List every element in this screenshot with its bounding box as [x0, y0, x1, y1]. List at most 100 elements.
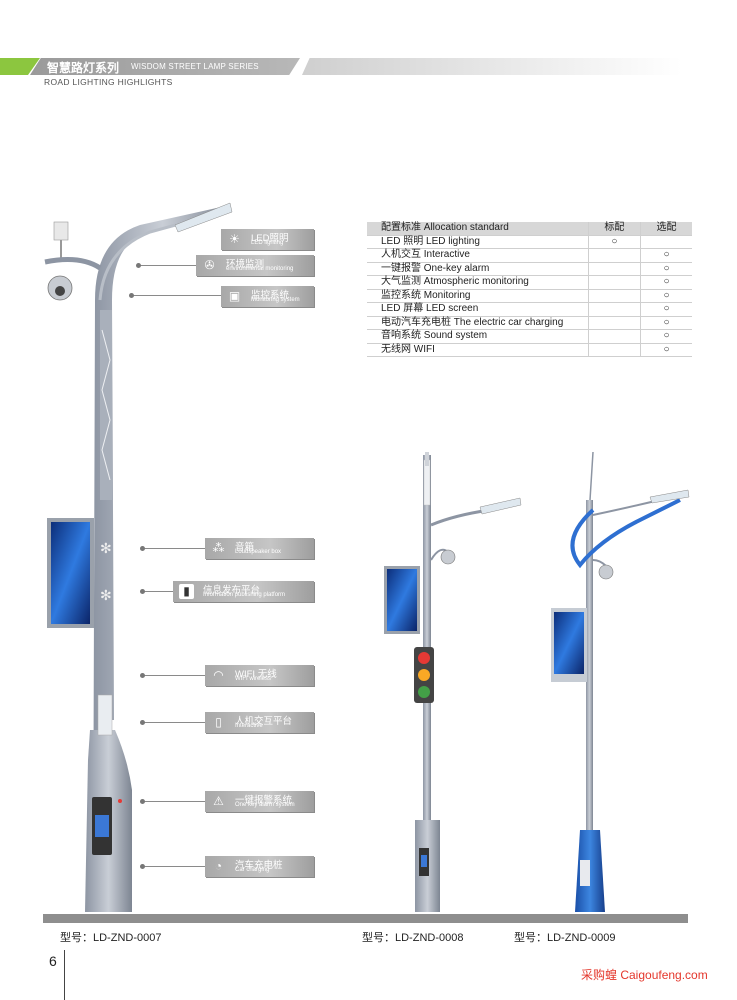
leader-mon: [132, 295, 222, 296]
leader-led: [139, 265, 221, 266]
row-name: 电动汽车充电桩 The electric car charging: [367, 316, 589, 330]
row-name: 人机交互 Interactive: [367, 248, 589, 263]
callout-cn: 监控系统: [251, 290, 290, 301]
header-accent: [0, 58, 40, 75]
callout-interactive: ▯ 人机交互平台 Interactive: [205, 712, 314, 733]
header-fade: [302, 58, 682, 75]
callout-cn: 音箱: [235, 542, 255, 553]
svg-text:✻: ✻: [100, 587, 112, 603]
callout-led-lighting: ☀ LED照明 LED lighting: [221, 229, 314, 250]
leader-dot: [136, 263, 141, 268]
page-number: 6: [49, 953, 57, 969]
callout-monitoring: ▣ 监控系统 Monitoring system: [221, 286, 314, 307]
callout-charging: ◔ 汽车充电桩 Car charging: [205, 856, 314, 877]
callout-info-platform: ▮ 信息发布平台 Information publishing platform: [173, 581, 314, 602]
leader-dot: [140, 720, 145, 725]
row-standard: [587, 329, 641, 344]
leader-dot: [140, 589, 145, 594]
row-name: 无线网 WIFI: [367, 343, 589, 357]
row-standard: [587, 343, 641, 357]
leader-hci: [143, 722, 205, 723]
speaker-icon: ⁂: [212, 541, 225, 555]
sun-icon: ☀: [229, 232, 240, 246]
row-optional: ○: [639, 343, 692, 357]
fan-icon: ✇: [204, 258, 215, 272]
lamp-ld-znd-0008: [384, 452, 522, 912]
row-standard: [587, 289, 641, 303]
row-standard: [587, 302, 641, 317]
row-name: LED 照明 LED lighting: [367, 235, 589, 249]
row-standard: [587, 248, 641, 263]
leader-charge: [143, 866, 205, 867]
row-optional: ○: [639, 329, 692, 344]
table-header-row: 配置标准 Allocation standard 标配 选配: [367, 222, 692, 236]
callout-en: LED lighting: [251, 240, 284, 246]
wifi-icon: ◠: [213, 668, 224, 682]
row-optional: ○: [639, 316, 692, 330]
svg-text:✻: ✻: [100, 540, 112, 556]
row-name: 大气监测 Atmospheric monitoring: [367, 275, 589, 290]
table-row: LED 照明 LED lighting○: [367, 235, 692, 249]
row-optional: ○: [639, 302, 692, 317]
gauge-icon: ◔: [214, 859, 223, 873]
col-optional: 选配: [639, 222, 692, 236]
callout-cn: WIFI 无线: [235, 669, 277, 680]
callout-en: Car charging: [235, 867, 270, 873]
callout-cn: 信息发布平台: [203, 585, 261, 596]
callout-en: Monitoring system: [251, 297, 300, 303]
row-optional: ○: [639, 289, 692, 303]
row-name: 一键报警 One-key alarm: [367, 262, 589, 276]
table-row: 监控系统 Monitoring ○: [367, 289, 692, 303]
callout-alarm: ⚠ 一键报警系统 One key alarm system: [205, 791, 314, 812]
row-optional: [639, 235, 692, 249]
model-label-0009: 型号：LD-ZND-0009: [514, 932, 616, 944]
callout-en: One key alarm system: [235, 802, 295, 808]
warning-icon: ⚠: [213, 794, 224, 808]
callout-cn: 人机交互平台: [235, 716, 293, 727]
header-subtitle: ROAD LIGHTING HIGHLIGHTS: [44, 77, 173, 87]
row-optional: ○: [639, 275, 692, 290]
lamp-ld-znd-0009: [551, 451, 690, 912]
header-title-cn: 智慧路灯系列: [47, 61, 120, 75]
callout-en: environmental monitoring: [226, 266, 294, 272]
row-optional: ○: [639, 262, 692, 276]
row-optional: ○: [639, 248, 692, 263]
lamp-ld-znd-0007: ✻ ✻: [44, 202, 233, 912]
leader-alarm: [143, 801, 205, 802]
leader-dot: [140, 546, 145, 551]
table-row: 人机交互 Interactive ○: [367, 248, 692, 263]
table-row: 无线网 WIFI ○: [367, 343, 692, 357]
ground-line: [43, 914, 688, 923]
row-standard: [587, 262, 641, 276]
header-bar: [30, 58, 300, 75]
callout-en: Information publishing platform: [203, 592, 286, 598]
row-name: 音响系统 Sound system: [367, 329, 589, 344]
col-standard: 标配: [587, 222, 641, 236]
callout-sound: ⁂ 音箱 Loudspeaker box: [205, 538, 314, 559]
callout-wifi: ◠ WIFI 无线 WIFI wireless: [205, 665, 314, 686]
leader-dot: [140, 799, 145, 804]
header-title-en: WISDOM STREET LAMP SERIES: [131, 62, 259, 71]
table-row: 一键报警 One-key alarm ○: [367, 262, 692, 276]
phone-icon: ▯: [215, 715, 222, 729]
page-divider: [64, 950, 65, 1000]
tablet-icon: ▮: [179, 584, 194, 599]
leader-dot: [140, 673, 145, 678]
col-allocation: 配置标准 Allocation standard: [367, 222, 589, 236]
table-row: 大气监测 Atmospheric monitoring ○: [367, 275, 692, 290]
site-watermark: 采购蝗 Caigoufeng.com: [581, 968, 708, 982]
leader-info: [143, 591, 173, 592]
callout-en: Loudspeaker box: [235, 549, 282, 555]
table-row: 电动汽车充电桩 The electric car charging ○: [367, 316, 692, 330]
leader-wifi: [143, 675, 205, 676]
row-name: 监控系统 Monitoring: [367, 289, 589, 303]
row-standard: ○: [587, 235, 641, 249]
model-label-0007: 型号：LD-ZND-0007: [60, 932, 162, 944]
camera-icon: ▣: [228, 289, 241, 303]
callout-cn: 汽车充电桩: [235, 860, 283, 871]
callout-cn: LED照明: [251, 233, 289, 244]
callout-env-monitoring: ✇ 环境监测 environmental monitoring: [196, 255, 314, 276]
leader-sound: [143, 548, 205, 549]
callout-cn: 一键报警系统: [235, 795, 293, 806]
